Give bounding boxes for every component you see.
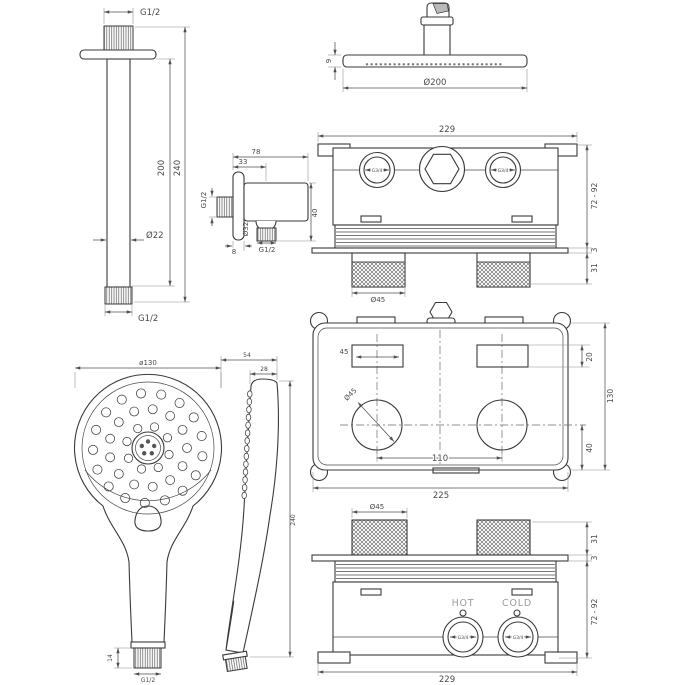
- dim-arm-length-total: 240: [173, 160, 183, 176]
- dim-mixer-back-slot-width: 45: [340, 348, 349, 356]
- mixer-front-knob-right: [476, 519, 531, 556]
- dim-outlet-flange-thickness: 8: [232, 248, 236, 256]
- outlet-thread: [256, 227, 277, 242]
- dim-head-diameter: Ø200: [424, 77, 447, 88]
- dim-outlet-width-total: 78: [252, 148, 261, 156]
- dim-arm-length-inner: 200: [157, 160, 167, 176]
- mixer-side-drawing: G3/4 G3/4 229 72 - 92 3 31: [311, 125, 599, 304]
- dim-mixer-front-port-hot: G3/4: [458, 635, 469, 641]
- dim-mixer-front-width: 229: [439, 675, 455, 685]
- dim-arm-diameter: Ø22: [146, 230, 164, 241]
- hand-thread: [133, 647, 162, 669]
- dim-head-thickness: 9: [325, 59, 333, 63]
- dim-mixer-back-width: 225: [433, 491, 449, 501]
- dim-mixer-side-knob-diameter: Ø45: [371, 296, 385, 304]
- dim-outlet-thread-inlet: G1/2: [200, 192, 208, 209]
- mixer-back-slot-left: [351, 344, 404, 368]
- outlet-inlet-thread: [216, 196, 234, 218]
- arm-ceiling-flange: [79, 49, 157, 60]
- hand-nozzle-field: [88, 388, 208, 508]
- dim-mixer-side-depth: 72 - 92: [590, 182, 599, 209]
- dim-arm-thread-bottom: G1/2: [138, 314, 158, 324]
- head-fitting-accent: [432, 3, 449, 14]
- dim-hand-thread-length: 14: [107, 654, 114, 662]
- mixer-wall-plate: [311, 247, 569, 254]
- dim-outlet-width-offset: 33: [239, 158, 248, 166]
- dim-mixer-side-plate: 3: [590, 247, 599, 252]
- dim-mixer-front-knob-height: 31: [590, 534, 599, 544]
- mixer-back-slot-right: [476, 344, 529, 368]
- hand-side-outline: [225, 378, 279, 654]
- dim-hand-thread: G1/2: [141, 677, 155, 684]
- dim-hand-side-depth-total: 54: [243, 352, 251, 359]
- mixer-back-drawing: 45 Ø45 20 130 40 110 225: [309, 301, 615, 501]
- dim-mixer-front-depth: 72 - 92: [590, 598, 599, 625]
- head-nozzle-band: [365, 63, 502, 66]
- dim-mixer-port-left: G3/4: [372, 168, 383, 174]
- dim-mixer-back-hole-offset: 40: [585, 443, 594, 453]
- cold-indicator-dot: [513, 609, 521, 617]
- arm-top-thread: [103, 25, 134, 53]
- dim-mixer-front-knob-diameter: Ø45: [370, 503, 384, 511]
- dim-mixer-front-plate: 3: [590, 555, 599, 560]
- hot-indicator-dot: [459, 609, 467, 617]
- outlet-body: [243, 182, 309, 222]
- arm-bottom-thread: [104, 286, 133, 305]
- mixer-front-knob-left: [351, 519, 408, 556]
- dim-outlet-height: 40: [311, 209, 319, 218]
- label-cold: COLD: [502, 598, 532, 609]
- dim-hand-diameter: ø130: [139, 359, 157, 367]
- hand-shower-front-drawing: ø130 14 G1/2: [74, 359, 222, 684]
- dim-outlet-thread-outlet: G1/2: [259, 246, 276, 254]
- dim-mixer-back-height: 130: [606, 389, 615, 404]
- mixer-front-drawing: HOT COLD G3/4 G3/4 Ø45 31 3 72 - 92 229: [311, 503, 599, 685]
- dim-hand-side-length: 240: [290, 514, 297, 526]
- dim-mixer-side-knob-height: 31: [590, 263, 599, 273]
- mixer-back-hole-left: [351, 399, 403, 451]
- hand-face-ring: [81, 381, 215, 515]
- mixer-back-hole-right: [476, 399, 528, 451]
- dim-mixer-port-right: G3/4: [498, 168, 509, 174]
- dim-mixer-front-port-cold: G3/4: [513, 635, 524, 641]
- dim-hand-side-head-depth: 28: [260, 366, 268, 373]
- mixer-clip-right: [511, 215, 533, 223]
- mixer-front-foot-left: [317, 651, 351, 664]
- dim-mixer-side-width: 229: [439, 125, 455, 135]
- hand-mode-button: [134, 505, 162, 532]
- head-collar: [420, 16, 454, 26]
- hand-shower-side-drawing: 54 28 240: [220, 352, 297, 673]
- hand-hub-jets: [139, 439, 157, 456]
- mixer-center-hex: [424, 153, 460, 185]
- ceiling-arm-drawing: G1/2 240 200 Ø22 G1/2: [79, 8, 190, 324]
- head-plate: [342, 54, 528, 68]
- dim-mixer-back-slot-height: 20: [585, 352, 594, 362]
- dim-arm-thread-top: G1/2: [140, 8, 160, 18]
- hand-side-thread: [224, 655, 248, 673]
- wall-outlet-drawing: 78 33 G1/2 Ø32 40 8 G1/2: [200, 148, 319, 257]
- head-neck: [423, 24, 451, 57]
- mixer-clip-left: [360, 215, 382, 223]
- arm-tube: [106, 58, 131, 288]
- mixer-front-wall-plate: [311, 554, 569, 562]
- hand-hub-outer: [131, 431, 165, 465]
- hand-collar: [130, 641, 166, 649]
- mixer-front-foot-right: [544, 651, 578, 664]
- dim-outlet-diameter: Ø32: [242, 222, 250, 236]
- overhead-shower-drawing: 9 Ø200: [325, 2, 528, 92]
- label-hot: HOT: [452, 598, 475, 609]
- hand-shower-outline: [74, 373, 222, 643]
- dim-mixer-back-hole-spacing: 110: [432, 454, 448, 464]
- hand-side-nozzle-bumps: [241, 390, 253, 499]
